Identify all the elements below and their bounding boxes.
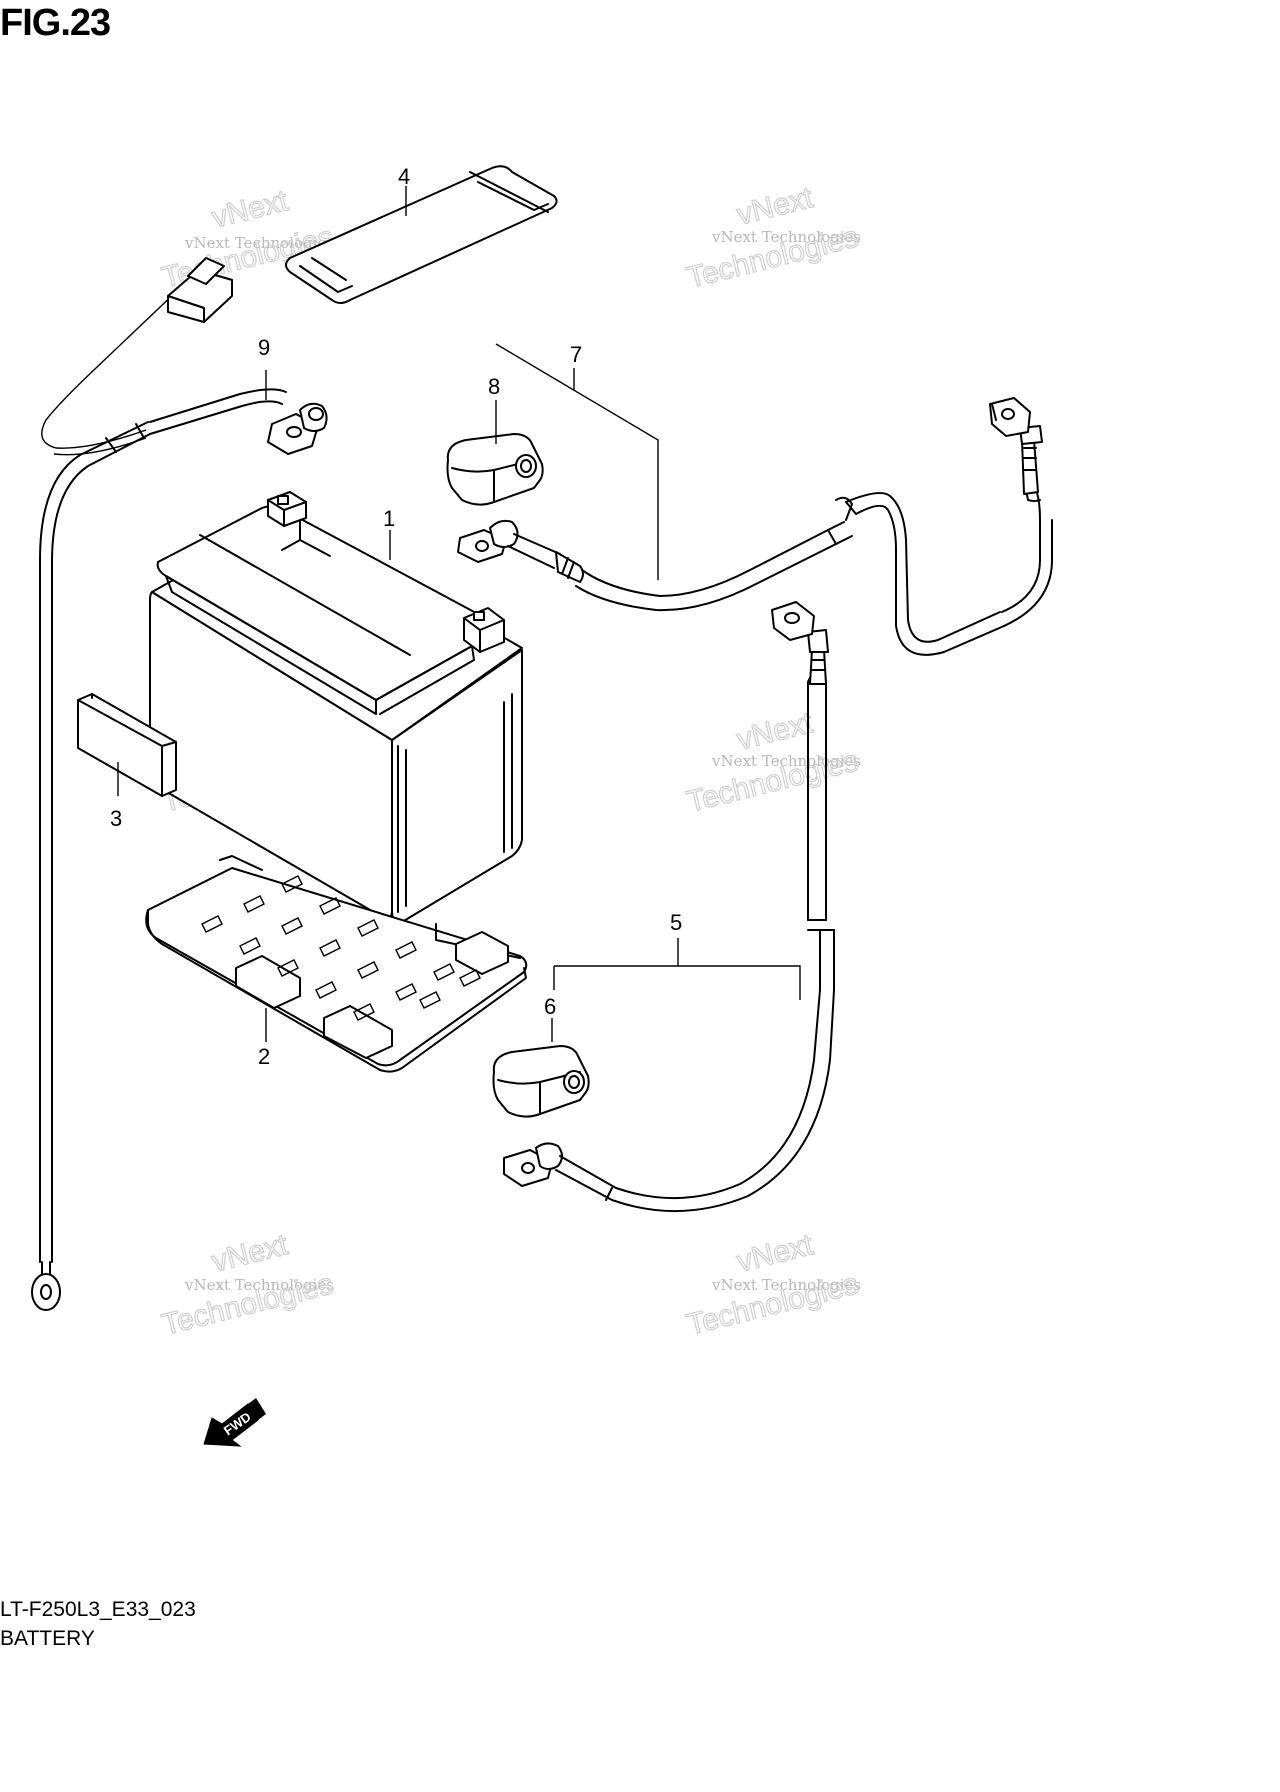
callout-6: 6	[544, 994, 556, 1019]
part-6-terminal-cover	[492, 1045, 590, 1118]
svg-text:vNext Technologies: vNext Technologies	[184, 1276, 334, 1294]
part-5-negative-cable	[503, 601, 835, 1212]
callout-leaders	[117, 186, 801, 1042]
tray-slots	[201, 875, 481, 1021]
part-8-terminal-cover	[446, 433, 544, 506]
part-2-battery-tray	[145, 855, 528, 1073]
svg-text:vNext: vNext	[209, 184, 292, 235]
watermark-4: vNext Technologies Technologies vNext	[683, 705, 862, 819]
svg-text:vNext: vNext	[209, 1228, 292, 1279]
callout-2: 2	[258, 1044, 270, 1069]
part-4-battery-strap	[285, 165, 558, 304]
callout-4: 4	[398, 164, 410, 189]
svg-text:vNext: vNext	[734, 706, 817, 757]
callout-7: 7	[570, 342, 582, 367]
figure-name: BATTERY	[0, 1627, 95, 1650]
svg-text:vNext Technologies: vNext Technologies	[184, 234, 334, 252]
figure-code: LT-F250L3_E33_023	[0, 1598, 196, 1621]
svg-text:vNext Technologies: vNext Technologies	[711, 1276, 861, 1294]
svg-text:vNext: vNext	[734, 1228, 817, 1279]
part-1-battery	[149, 491, 523, 924]
watermark-6: vNext Technologies Technologies vNext	[683, 1227, 862, 1342]
part-9-harness-lead	[31, 257, 328, 1311]
watermark-2: vNext Technologies Technologies vNext	[683, 180, 862, 295]
part-7-positive-cable	[457, 397, 1053, 656]
part-3-label-pad	[77, 693, 177, 797]
svg-text:vNext: vNext	[734, 181, 817, 232]
callout-8: 8	[488, 374, 500, 399]
svg-text:vNext Technologies: vNext Technologies	[711, 752, 861, 770]
svg-text:vNext Technologies: vNext Technologies	[711, 228, 861, 246]
fwd-arrow-icon: FWD	[203, 1398, 266, 1447]
figure-title: FIG.23	[0, 2, 111, 44]
callout-1: 1	[383, 506, 395, 531]
watermark-5: vNext Technologies Technologies vNext	[158, 1227, 337, 1342]
callout-5: 5	[670, 910, 682, 935]
callout-3: 3	[110, 806, 122, 831]
callout-9: 9	[258, 335, 270, 360]
